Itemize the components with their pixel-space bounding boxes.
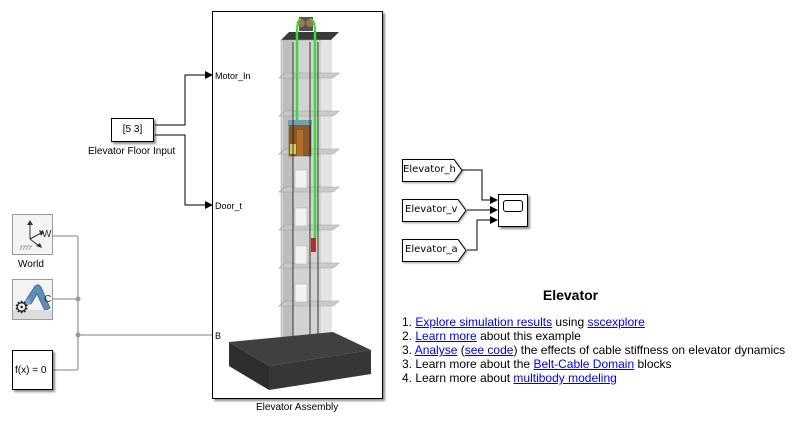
from-tag-label: Elevator_v: [405, 204, 458, 215]
line-floor-to-motor[interactable]: [155, 71, 213, 126]
link-analyse[interactable]: Analyse: [414, 343, 458, 357]
annotation-line-5: 4. Learn more about multibody modeling: [402, 371, 792, 385]
conn-world[interactable]: [53, 235, 79, 371]
annotation-line-1: 1. Explore simulation results using ssce…: [402, 315, 792, 329]
elevator-assembly-label: Elevator Assembly: [256, 402, 339, 413]
scope-screen-icon: [503, 200, 523, 212]
link-explore-simulation-results[interactable]: Explore simulation results: [415, 315, 553, 329]
world-frame-block[interactable]: W: [12, 214, 53, 255]
link-learn-more[interactable]: Learn more: [415, 329, 477, 343]
floor-input-block[interactable]: [5 3]: [111, 118, 154, 142]
annotation-panel: Elevator 1. Explore simulation results u…: [402, 288, 792, 385]
annotation-text: Learn more about: [415, 371, 514, 385]
annotation-line-3: 3. Analyse (see code) the effects of cab…: [402, 343, 792, 357]
annotation-text: Learn more about the: [415, 357, 534, 371]
elevator-tower-image: [229, 17, 371, 390]
link-sscexplore[interactable]: sscexplore: [587, 315, 645, 329]
annotation-text: using: [552, 315, 588, 329]
mechanism-config-block[interactable]: ⚙ C: [12, 279, 53, 320]
from-tag-label: Elevator_a: [405, 244, 458, 255]
from-tag-label: Elevator_h: [403, 164, 456, 175]
elevator-assembly-block[interactable]: Motor_In Door_t B: [212, 11, 383, 399]
port-b[interactable]: B: [215, 331, 222, 341]
scope-block[interactable]: [498, 194, 528, 227]
link-belt-cable-domain[interactable]: Belt-Cable Domain: [533, 357, 635, 371]
annotation-text: about this example: [476, 329, 581, 343]
line-number: 4.: [402, 371, 413, 385]
robot-arm-icon: [13, 284, 52, 319]
floor-input-label: Elevator Floor Input: [88, 146, 176, 157]
annotation-line-4: 3. Learn more about the Belt-Cable Domai…: [402, 357, 792, 371]
floor-input-value: [5 3]: [122, 124, 143, 135]
link-multibody-modeling[interactable]: multibody modeling: [513, 371, 617, 385]
line-a-to-scope[interactable]: [467, 216, 498, 251]
port-motor-in[interactable]: Motor_In: [215, 71, 251, 81]
annotation-text: blocks: [634, 357, 672, 371]
junction-dot: [75, 296, 81, 302]
solver-config-block[interactable]: f(x) = 0: [12, 350, 53, 390]
config-port-label: C: [44, 294, 52, 305]
port-door-t[interactable]: Door_t: [215, 201, 243, 211]
from-tag-elevator-a[interactable]: Elevator_a: [402, 239, 468, 262]
line-number: 1.: [402, 315, 413, 329]
line-h-to-scope[interactable]: [462, 169, 498, 204]
gear-icon: ⚙: [14, 298, 30, 317]
link-see-code[interactable]: see code: [464, 343, 514, 357]
annotation-title: Elevator: [542, 287, 599, 303]
line-number: 3.: [402, 343, 413, 357]
world-frame-icon: [19, 220, 44, 251]
junction-dot: [75, 332, 81, 338]
world-label: World: [18, 259, 44, 270]
annotation-line-2: 2. Learn more about this example: [402, 329, 792, 343]
line-number: 3.: [402, 357, 413, 371]
annotation-text: ) the effects of cable stiffness on elev…: [513, 343, 786, 357]
from-tag-elevator-h[interactable]: Elevator_h: [402, 159, 464, 182]
solver-equation: f(x) = 0: [15, 365, 47, 376]
line-floor-to-door[interactable]: [155, 134, 213, 209]
line-number: 2.: [402, 329, 413, 343]
from-tag-elevator-v[interactable]: Elevator_v: [402, 199, 468, 222]
world-port-label: W: [42, 229, 52, 240]
annotation-text: (: [457, 343, 465, 357]
